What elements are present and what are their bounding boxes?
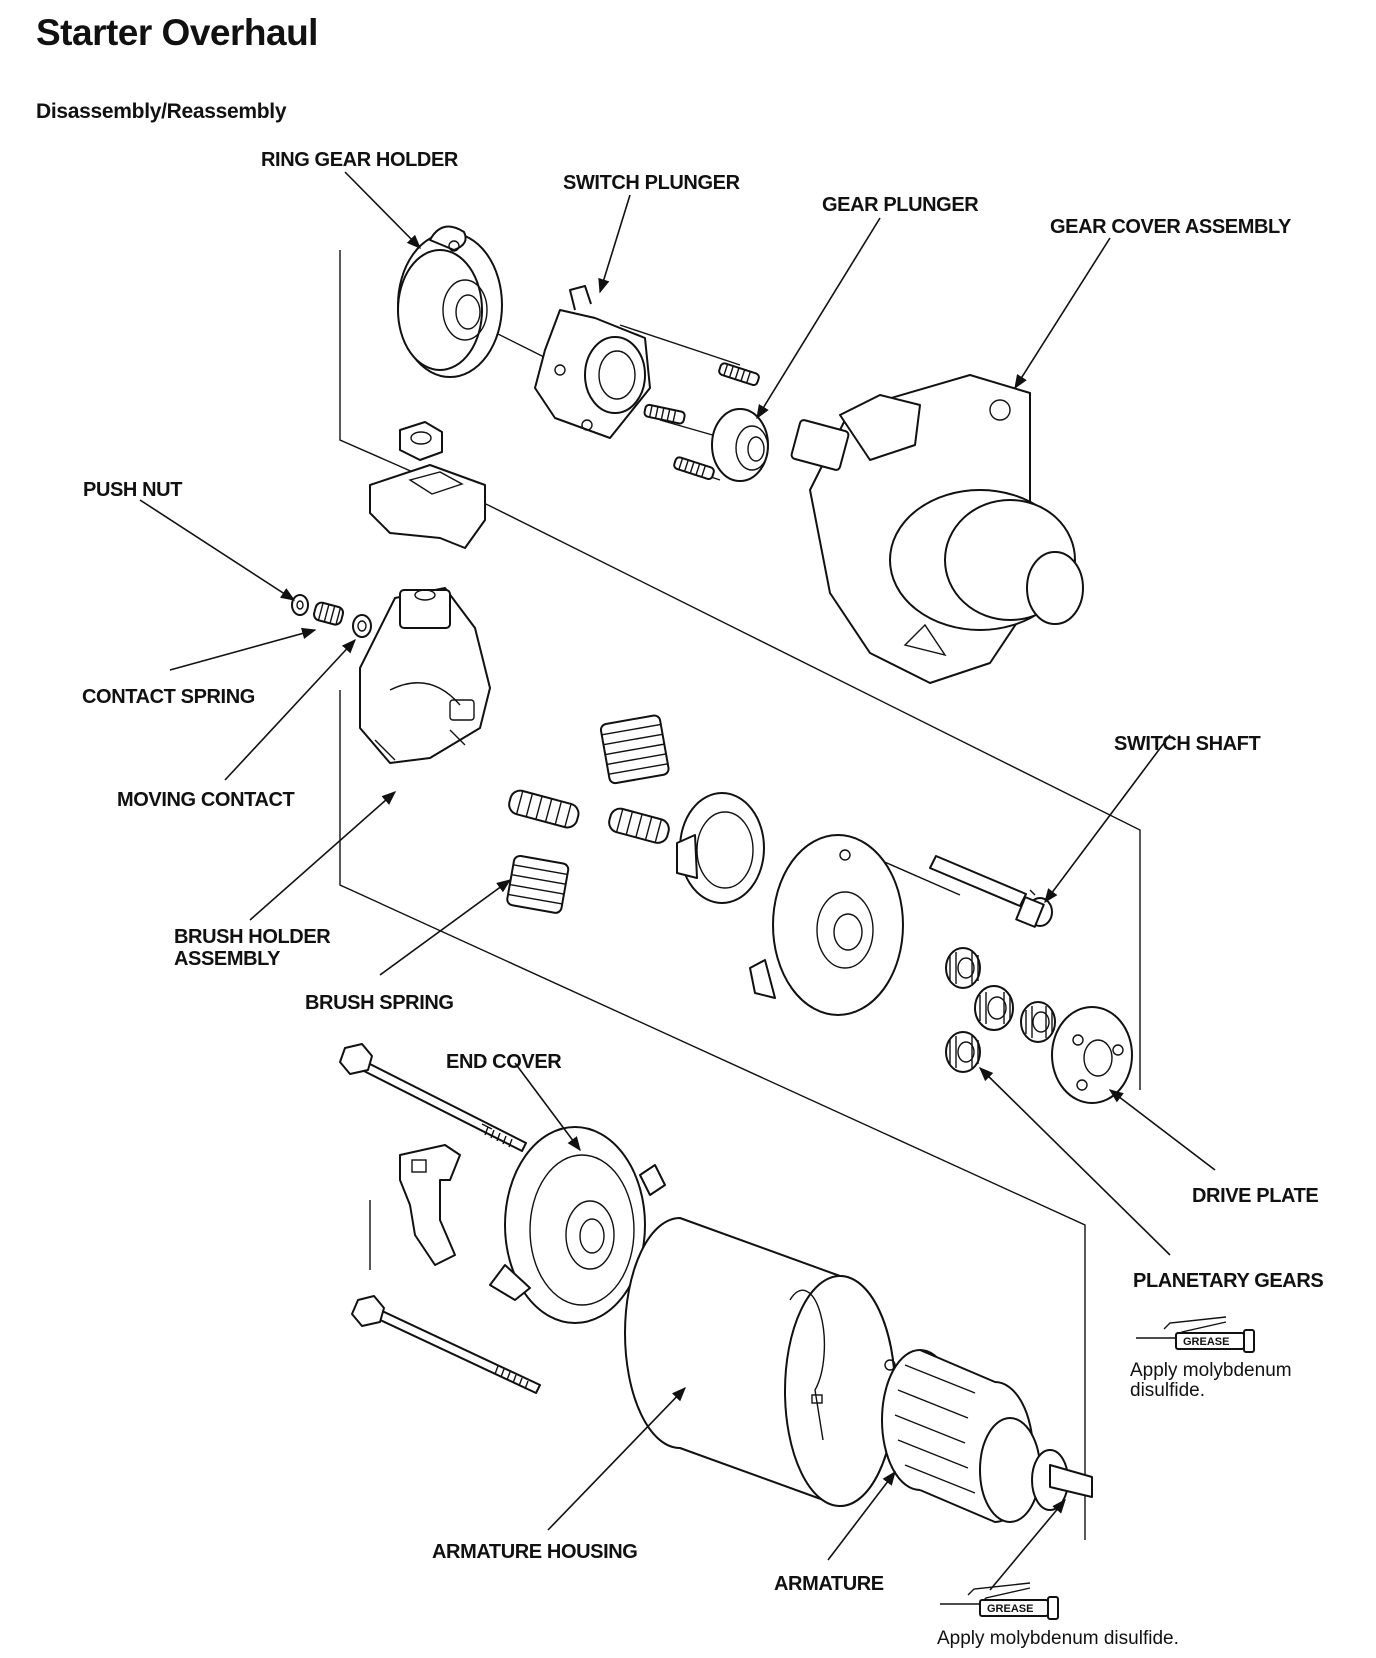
label-armature-housing: ARMATURE HOUSING bbox=[432, 1541, 637, 1563]
switch-shaft-part bbox=[929, 855, 1053, 928]
brush-holder-assembly-part bbox=[359, 587, 491, 764]
label-brush-spring: BRUSH SPRING bbox=[305, 992, 454, 1014]
gear-plunger-part bbox=[711, 408, 769, 482]
label-armature: ARMATURE bbox=[774, 1573, 884, 1595]
armature-housing-part bbox=[624, 1217, 896, 1507]
label-switch-shaft: SWITCH SHAFT bbox=[1114, 733, 1260, 755]
label-brush-holder-line2: ASSEMBLY bbox=[174, 948, 281, 970]
brush-springs bbox=[506, 714, 670, 914]
switch-plunger-part bbox=[534, 285, 651, 439]
grease-gun-icon: GREASE bbox=[1136, 1316, 1255, 1353]
label-brush-holder-line1: BRUSH HOLDER bbox=[174, 926, 331, 948]
label-ring-gear-holder: RING GEAR HOLDER bbox=[261, 149, 459, 171]
leader-arrows bbox=[139, 171, 1216, 1591]
brush-plate-part bbox=[676, 792, 765, 904]
svg-text:GREASE: GREASE bbox=[987, 1603, 1033, 1615]
label-contact-spring: CONTACT SPRING bbox=[82, 686, 255, 708]
solenoid-cap-part bbox=[369, 464, 486, 549]
through-bolt-lower bbox=[351, 1295, 541, 1394]
gear-cover-assembly-part bbox=[790, 374, 1084, 684]
grease-note-upper: GREASE Apply molybdenum disulfide. bbox=[1130, 1316, 1292, 1401]
moving-contact-part bbox=[352, 614, 372, 638]
section-title: Disassembly/Reassembly bbox=[36, 100, 287, 123]
terminal-nut-part bbox=[399, 421, 443, 461]
label-moving-contact: MOVING CONTACT bbox=[117, 789, 295, 811]
push-nut-part bbox=[291, 594, 309, 616]
terminal-bracket-part bbox=[399, 1144, 461, 1266]
end-cover-part bbox=[489, 1126, 666, 1324]
grease-note-lower: GREASE Apply molybdenum disulfide. bbox=[937, 1582, 1179, 1649]
carrier-plate-part bbox=[749, 834, 904, 1016]
label-gear-plunger: GEAR PLUNGER bbox=[822, 194, 979, 216]
ring-gear-holder-part bbox=[397, 225, 503, 378]
contact-spring-part bbox=[313, 601, 345, 626]
plunger-springs bbox=[643, 362, 760, 481]
label-planetary-gears: PLANETARY GEARS bbox=[1133, 1270, 1323, 1292]
grease-note-upper-line2: disulfide. bbox=[1130, 1380, 1205, 1401]
through-bolt-upper bbox=[339, 1043, 527, 1152]
svg-text:GREASE: GREASE bbox=[1183, 1336, 1229, 1348]
label-drive-plate: DRIVE PLATE bbox=[1192, 1185, 1318, 1207]
planetary-gears-part bbox=[945, 947, 1056, 1073]
grease-gun-icon: GREASE bbox=[940, 1582, 1059, 1620]
part-labels: RING GEAR HOLDER SWITCH PLUNGER GEAR PLU… bbox=[82, 149, 1324, 1595]
label-gear-cover-assembly: GEAR COVER ASSEMBLY bbox=[1050, 216, 1292, 238]
label-end-cover: END COVER bbox=[446, 1051, 562, 1073]
grease-note-upper-line1: Apply molybdenum bbox=[1130, 1360, 1292, 1381]
label-push-nut: PUSH NUT bbox=[83, 479, 182, 501]
grease-note-lower-text: Apply molybdenum disulfide. bbox=[937, 1628, 1179, 1649]
armature-part bbox=[881, 1349, 1093, 1523]
drive-plate-part bbox=[1051, 1006, 1133, 1104]
label-switch-plunger: SWITCH PLUNGER bbox=[563, 172, 741, 194]
page-title: Starter Overhaul bbox=[36, 12, 318, 53]
